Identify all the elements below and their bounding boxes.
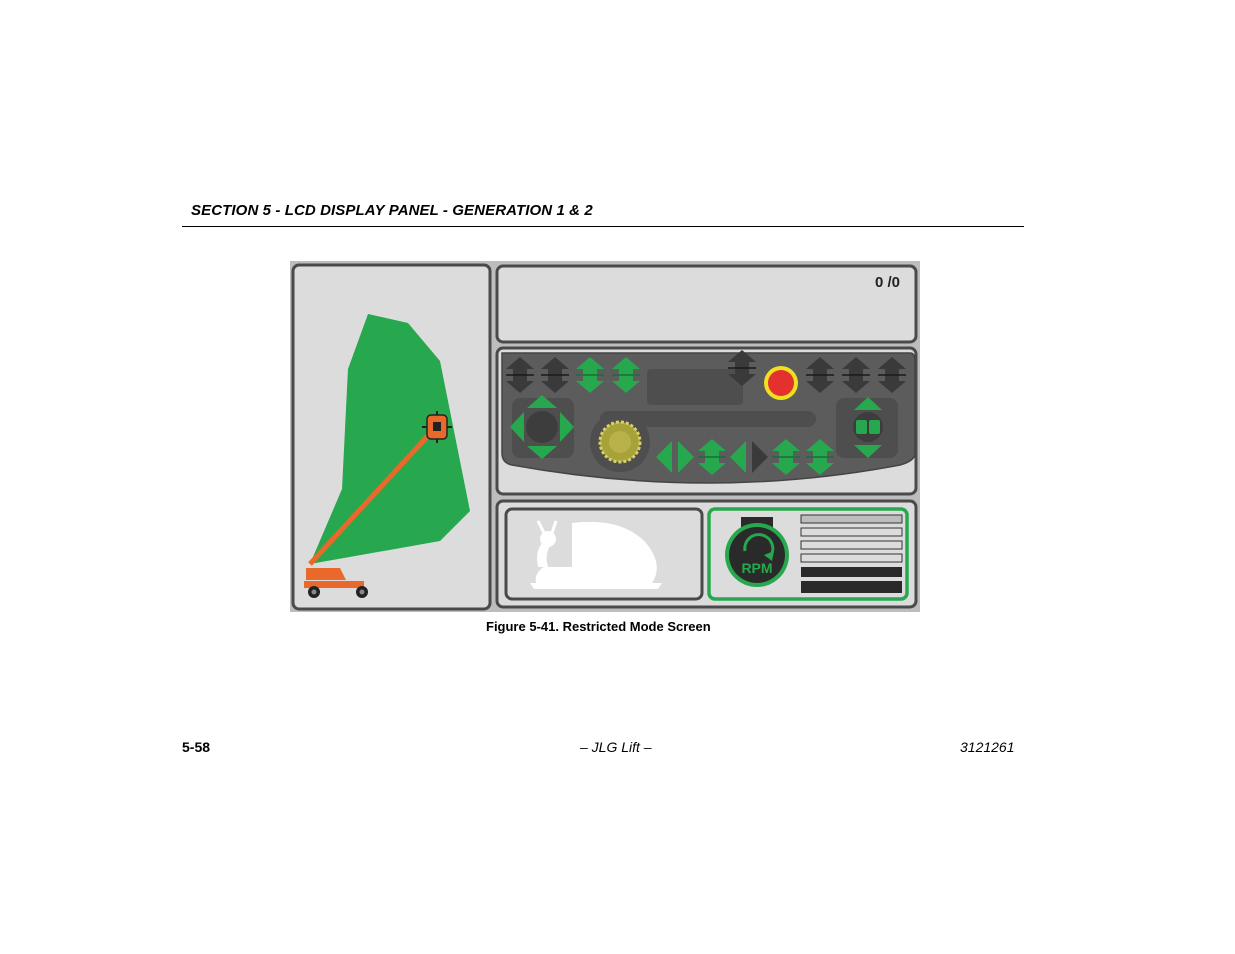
left-joystick-icon [510, 395, 574, 459]
page-number: 5-58 [182, 739, 211, 755]
boom-line [308, 425, 438, 566]
speed-dial-icon [598, 420, 642, 464]
rpm-icon: RPM [725, 517, 789, 587]
platform-position-marker [422, 411, 452, 443]
document-number: 3121261 [960, 739, 1015, 755]
counter-text: 0 /0 [875, 274, 900, 291]
publisher-text: – JLG Lift – [580, 739, 652, 755]
mode-panel: RPM [495, 499, 918, 609]
rpm-level-bars [800, 514, 903, 593]
machine-chassis-icon [304, 568, 368, 598]
control-panel [495, 346, 918, 496]
envelope-panel [291, 263, 492, 611]
restricted-mode-screen-figure: 0 /0 [290, 261, 920, 612]
right-joystick-icon [853, 397, 883, 458]
section-title: SECTION 5 - LCD DISPLAY PANEL - GENERATI… [191, 202, 593, 219]
creep-mode-snail-icon [504, 507, 704, 601]
rpm-indicator-panel: RPM [707, 507, 909, 601]
header-rule [182, 226, 1024, 227]
rotate-arrow-icon [730, 441, 768, 473]
figure-caption: Figure 5-41. Restricted Mode Screen [486, 619, 711, 634]
emergency-stop-icon [764, 366, 798, 400]
swing-arrow-icon [656, 441, 694, 473]
counter-panel: 0 /0 [495, 264, 918, 344]
rpm-label: RPM [741, 560, 772, 576]
work-envelope-shape [310, 314, 470, 564]
